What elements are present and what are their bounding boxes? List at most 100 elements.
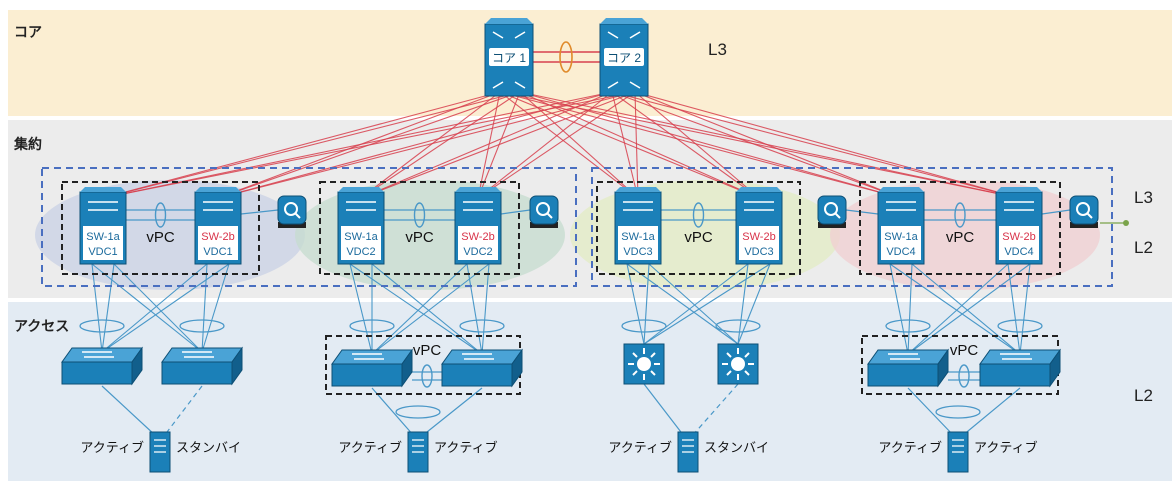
access-switch-front: [441, 363, 513, 387]
core-switch-1: コア 1: [484, 18, 534, 97]
lb-handle: [294, 212, 301, 219]
uplink-line: [519, 91, 902, 199]
server-4: [947, 431, 969, 473]
lb-base: [278, 222, 306, 228]
server-link: [371, 387, 415, 437]
access-switch-top: [61, 347, 143, 363]
downlink: [889, 263, 909, 355]
access-switch-top: [867, 349, 949, 365]
access-peer-ring: [421, 364, 433, 388]
uplink-line: [217, 91, 521, 199]
vpc-label: vPC: [684, 229, 713, 246]
access-switch-front: [331, 363, 403, 387]
nexus-label-plate: [881, 226, 921, 260]
downlink-ring: [179, 319, 225, 333]
server-link: [101, 385, 157, 437]
access-switch-top: [979, 349, 1061, 365]
core-switch-icon: [607, 31, 641, 89]
downlink: [643, 263, 749, 345]
uplink-line: [360, 91, 521, 199]
access-switch-1b: [161, 346, 243, 386]
ml-switch-rays: [628, 348, 660, 380]
nexus-switch-icon: [88, 201, 118, 211]
access-switch-front: [867, 363, 939, 387]
load-balancer-3: [817, 195, 847, 228]
tier-label-access: アクセス: [14, 319, 70, 335]
nexus-vdc-label: VDC3: [623, 246, 652, 258]
server-link: [961, 387, 1021, 437]
access-switch-side: [231, 346, 243, 386]
core-switch-top: [485, 18, 533, 24]
lb-link: [845, 209, 879, 215]
multilayer-switch-icon: [731, 357, 745, 371]
server-label-right: アクティブ: [434, 440, 498, 455]
access-switch-side: [1049, 348, 1061, 388]
load-balancer-icon: [824, 202, 838, 216]
access-switch-2b: [441, 348, 523, 388]
tier-label-core: コア: [14, 25, 42, 41]
core-switch-icon: [492, 31, 526, 89]
server-label-left: アクティブ: [878, 440, 942, 455]
tier-label-aggregation: 集約: [14, 137, 42, 153]
downlink: [1019, 263, 1031, 355]
downlink: [643, 263, 771, 345]
nexus-switch-top: [615, 187, 661, 192]
access-switch-3a: [623, 343, 665, 385]
downlink-ring: [349, 319, 395, 333]
lb-handle: [546, 212, 553, 219]
vdc-pair-box-1: [61, 181, 260, 275]
server-link-ring: [395, 405, 441, 419]
vdc-pair-box-4: [859, 181, 1061, 275]
access-switch-icon: [182, 351, 214, 358]
uplink-line: [217, 91, 501, 199]
uplink-line: [519, 91, 639, 199]
nexus-switch-top: [736, 187, 782, 192]
uplink-line: [217, 91, 613, 199]
vdc-pair-box-3: [596, 181, 801, 275]
access-switch-front: [161, 361, 233, 385]
uplink-line: [611, 91, 902, 199]
downlink: [201, 263, 230, 353]
server-link: [907, 387, 955, 437]
nexus-name-label: SW-1a: [344, 231, 378, 243]
peer-link-ring: [692, 202, 705, 228]
uplink-line: [477, 91, 613, 199]
nexus-name-label: SW-1a: [884, 231, 918, 243]
uplink-line: [611, 91, 639, 199]
downlink: [91, 263, 103, 353]
server-link: [421, 387, 483, 437]
vpc-label: vPC: [946, 229, 975, 246]
downlink: [91, 263, 203, 353]
access-switch-side: [131, 346, 143, 386]
nexus-name-label: SW-1a: [86, 231, 120, 243]
layer-label-access-l2: L2: [1134, 386, 1153, 405]
nexus-switch-top: [80, 187, 126, 192]
access-switch-side: [511, 348, 523, 388]
layer-label-core-l3: L3: [708, 40, 727, 59]
uplink-line: [519, 91, 760, 199]
server-label-left: アクティブ: [80, 440, 144, 455]
downlink: [113, 263, 203, 353]
nexus-label-plate: [341, 226, 381, 260]
nexus-vdc-label: VDC4: [1004, 246, 1033, 258]
lb-base: [1070, 222, 1098, 228]
load-balancer-4: [1069, 195, 1099, 228]
access-switch-3b: [717, 343, 759, 385]
uplink-line: [360, 91, 501, 199]
server-slots: [154, 439, 166, 453]
nexus-switch-icon: [1004, 201, 1034, 211]
layer-label-agg-l3: L3: [1134, 188, 1153, 207]
downlink: [101, 263, 208, 353]
nexus-vdc-label: VDC1: [203, 246, 232, 258]
server-2: [407, 431, 429, 473]
server-slots: [952, 439, 964, 453]
core-switch-label: コア 1: [492, 51, 526, 65]
uplink-line: [102, 91, 501, 199]
access-switch-top: [161, 347, 243, 363]
uplink-line: [519, 91, 1020, 199]
server-link: [163, 385, 203, 437]
nexus-switch-top: [195, 187, 241, 192]
core-switch-top: [600, 18, 648, 24]
